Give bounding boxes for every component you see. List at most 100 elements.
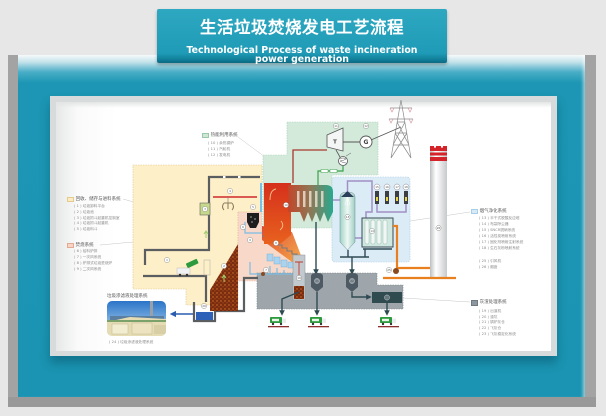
incineration-item: ( 7 ) 一次风系统	[74, 255, 102, 259]
leachate-plant-photo	[107, 301, 166, 336]
heat-system-title: 热能利用系统	[202, 132, 238, 139]
incineration-item: ( 6 ) 给料炉排	[74, 249, 98, 253]
svg-text:21: 21	[315, 279, 319, 283]
svg-text:15: 15	[375, 185, 379, 189]
leachate-water	[196, 312, 213, 320]
heat-item: ( 11 ) 汽轮机	[208, 147, 231, 151]
primary-fan-icon	[261, 272, 265, 276]
panel-shade	[56, 102, 551, 108]
ash-handling-area	[256, 272, 404, 310]
callout: 25	[386, 267, 392, 273]
callout: 9	[247, 237, 253, 243]
garbage-truck-icon	[176, 258, 199, 277]
callout: 4	[227, 188, 233, 194]
unloading-hall-wall	[143, 175, 260, 265]
callout: 10	[283, 202, 289, 208]
svg-text:11: 11	[334, 124, 338, 128]
incineration-system-title: 焚烧系统	[67, 242, 94, 249]
flue-gas-item: ( 15 ) SNCR脱硝系统	[479, 228, 516, 232]
ash-truck	[378, 317, 399, 328]
callout: 5	[250, 204, 256, 210]
heat-item: ( 10 ) 余热锅炉	[208, 141, 234, 145]
heat-item: ( 12 ) 发电机	[208, 153, 231, 157]
incineration-system-title-text: 焚烧系统	[75, 242, 94, 248]
chimney	[430, 150, 447, 277]
callout: 11	[333, 123, 339, 129]
generator-symbol: G	[364, 139, 369, 146]
svg-text:14: 14	[370, 229, 374, 233]
reactor-spray-icon	[344, 196, 351, 206]
crane-grab-icon	[222, 202, 234, 211]
callout: 12	[363, 123, 369, 129]
svg-text:9: 9	[249, 238, 251, 242]
receiving-item: ( 5 ) 垃圾料斗	[74, 226, 98, 231]
svg-text:8: 8	[275, 241, 277, 245]
cooling-water-line	[345, 152, 352, 157]
flue-gas-legend-swatch	[471, 208, 478, 215]
leader-line-ash	[402, 297, 471, 303]
receiving-system-title: 回收、储存与进料系统	[67, 196, 121, 203]
ash-conveyors	[279, 222, 392, 316]
boiler-flow-arrow	[269, 188, 284, 231]
incineration-legend-swatch	[67, 242, 74, 249]
chimney-red-bands	[430, 146, 447, 161]
receiving-item: ( 3 ) 垃圾抓斗起重机控制室	[74, 215, 120, 220]
feedwater-pump	[329, 169, 338, 173]
incineration-item: ( 9 ) 二次风系统	[74, 266, 102, 271]
svg-text:23: 23	[385, 296, 389, 300]
receiving-legend-swatch	[67, 196, 74, 203]
ash-item: ( 21 ) 锅炉灰仓	[479, 320, 505, 324]
flue-gas-item: ( 18 ) 生石灰粉喷射系统	[479, 246, 520, 250]
flue-gas-item: ( 16 ) 活性炭喷射系统	[479, 234, 516, 238]
turbine-symbol: T	[333, 140, 337, 146]
svg-text:20: 20	[202, 304, 206, 308]
wall-marker	[238, 176, 241, 178]
generator	[359, 135, 373, 149]
flue-gas-item: ( 13 ) 半干式脱酸反应塔	[479, 216, 520, 220]
flue-gas-item: ( 17 ) 固化剂喷射注射系统	[479, 240, 524, 244]
svg-text:25: 25	[387, 268, 391, 272]
svg-text:4: 4	[229, 189, 231, 193]
svg-text:18: 18	[404, 185, 408, 189]
svg-text:10: 10	[284, 203, 288, 207]
callout: 20	[201, 303, 207, 309]
callout: 21	[314, 278, 320, 284]
callout: 16	[383, 183, 391, 191]
pit-outer-wall	[143, 274, 208, 302]
svg-text:17: 17	[395, 185, 399, 189]
callout: 14	[369, 228, 375, 234]
svg-text:26: 26	[437, 226, 441, 230]
callout: 7	[263, 267, 269, 273]
leachate-photo-caption: ( 24 ) 垃圾渗滤液处理系统	[109, 339, 154, 344]
condenser-coil-icon	[339, 157, 347, 164]
flue-gas-item: ( 14 ) 布袋除尘器	[479, 222, 509, 226]
svg-text:1: 1	[166, 258, 168, 262]
callout-markers: 1 2 3 4 5 6 7 8 9 10 11 12 13 14 15 16 1…	[164, 123, 442, 309]
wind-boxes	[266, 253, 295, 269]
turbine-exhaust	[335, 149, 341, 158]
receiving-item: ( 2 ) 垃圾池	[74, 210, 94, 214]
hall-door	[203, 259, 211, 276]
injection-tanks	[375, 191, 408, 204]
title-chinese: 生活垃圾焚烧发电工艺流程	[200, 18, 404, 37]
ash-legend-swatch	[471, 300, 478, 306]
heat-system-title-text: 热能利用系统	[210, 132, 238, 138]
incineration-item: ( 8 ) 炉排式垃圾焚烧炉	[74, 260, 113, 265]
receiving-system-title-text: 回收、储存与进料系统	[75, 196, 121, 202]
ash-truck	[268, 317, 289, 328]
semi-dry-reactor	[339, 191, 356, 251]
svg-text:3: 3	[204, 207, 206, 211]
svg-text:22: 22	[350, 279, 354, 283]
primary-air-pipe	[244, 222, 296, 275]
callout: 17	[393, 183, 401, 191]
feedwater-heater	[320, 169, 329, 173]
callout: 19	[296, 275, 302, 281]
ash-system-title: 灰渣处理系统	[471, 300, 507, 306]
callout: 15	[373, 183, 381, 191]
callout: 8	[273, 240, 279, 246]
airflow-arrow-icon	[221, 274, 227, 282]
callout: 6	[240, 224, 246, 230]
waste-heat-boiler-furnace	[264, 183, 291, 244]
callout: 26	[435, 225, 442, 231]
svg-text:19: 19	[297, 276, 301, 280]
